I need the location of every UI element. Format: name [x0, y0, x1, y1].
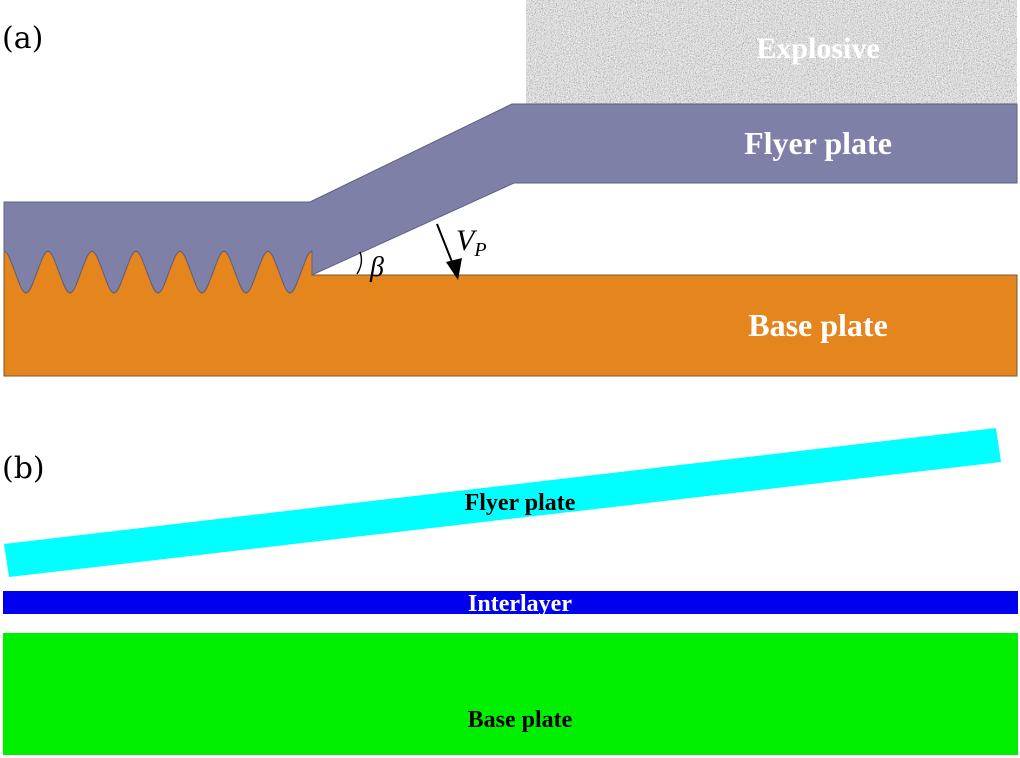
- explosive-label: Explosive: [756, 32, 879, 65]
- angle-beta-label: β: [369, 252, 384, 283]
- velocity-arrow: [436, 223, 462, 280]
- flyer-label-a: Flyer plate: [744, 125, 892, 161]
- flyer-plate-a: [3, 103, 1018, 294]
- flyer-label-b: Flyer plate: [465, 490, 576, 516]
- base-plate-b: [3, 633, 1018, 755]
- interlayer-label: Interlayer: [468, 591, 572, 617]
- base-label-a: Base plate: [748, 307, 888, 343]
- velocity-label: VP: [456, 224, 487, 261]
- base-label-b: Base plate: [468, 707, 573, 733]
- angle-arc: [356, 251, 363, 275]
- explosive-texture: [526, 0, 1017, 104]
- panel-a-label: (a): [2, 21, 43, 56]
- panel-a: (a) Explosive Flyer plate Base plate β V…: [2, 0, 1018, 377]
- panel-b-label: (b): [2, 451, 45, 486]
- flyer-plate-b: [4, 428, 1001, 577]
- interlayer-b: [3, 591, 1018, 614]
- explosive-block: Explosive: [526, 0, 1017, 104]
- panel-b: (b) Flyer plate Interlayer Base plate: [2, 428, 1018, 755]
- velocity-arrow-head: [446, 258, 462, 280]
